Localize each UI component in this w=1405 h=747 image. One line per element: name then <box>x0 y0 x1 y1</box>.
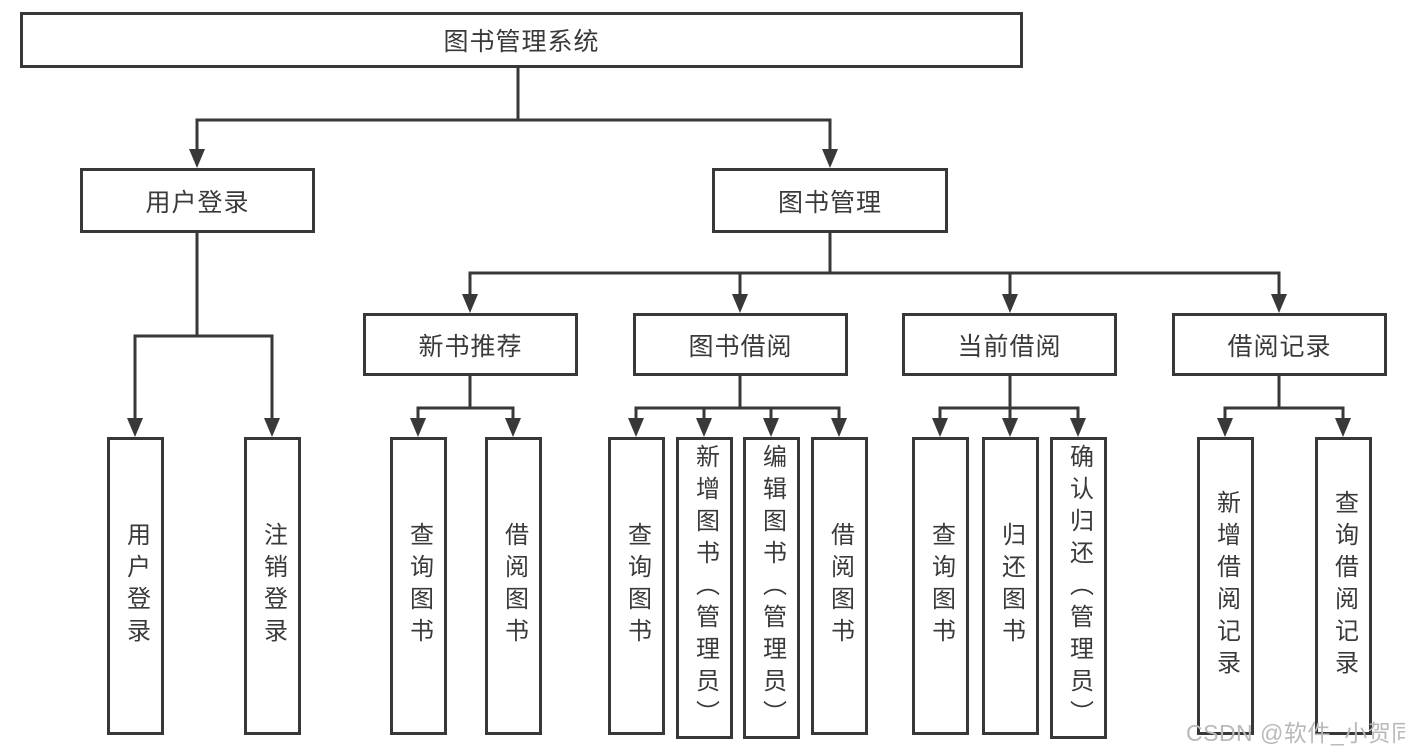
leaf-borrow-query-books-label: 查询图书 <box>623 522 651 650</box>
node-current-borrowing-label: 当前借阅 <box>957 332 1062 361</box>
leaf-records-query-record: 查询借阅记录 <box>1315 437 1372 735</box>
leaf-records-add-record-label: 新增借阅记录 <box>1212 490 1240 682</box>
leaf-newbook-borrow-books: 借阅图书 <box>485 437 542 735</box>
node-root-label: 图书管理系统 <box>443 28 600 56</box>
leaf-current-return-books-label: 归还图书 <box>997 522 1025 650</box>
leaf-current-confirm-return-admin-label: 确认归还（管理员） <box>1065 444 1093 732</box>
node-new-book-recommendation-label: 新书推荐 <box>418 332 523 361</box>
node-book-borrowing-label: 图书借阅 <box>688 332 793 361</box>
leaf-current-query-books-label: 查询图书 <box>927 522 955 650</box>
node-book-management-label: 图书管理 <box>777 188 882 217</box>
watermark: CSDN @软件_小贺同学 <box>1186 720 1405 746</box>
leaf-newbook-query-books-label: 查询图书 <box>405 522 433 650</box>
node-new-book-recommendation: 新书推荐 <box>363 313 578 376</box>
leaf-logout: 注销登录 <box>244 437 301 735</box>
node-book-borrowing: 图书借阅 <box>633 313 848 376</box>
node-user-login: 用户登录 <box>80 168 315 233</box>
leaf-borrow-query-books: 查询图书 <box>608 437 665 735</box>
leaf-borrow-add-books-admin: 新增图书（管理员） <box>676 437 733 739</box>
leaf-borrow-borrow-books: 借阅图书 <box>811 437 868 735</box>
leaf-current-return-books: 归还图书 <box>982 437 1039 735</box>
leaf-borrow-borrow-books-label: 借阅图书 <box>826 522 854 650</box>
leaf-newbook-borrow-books-label: 借阅图书 <box>500 522 528 650</box>
leaf-user-login: 用户登录 <box>107 437 164 735</box>
leaf-current-query-books: 查询图书 <box>912 437 969 735</box>
leaf-current-confirm-return-admin: 确认归还（管理员） <box>1050 437 1107 739</box>
leaf-records-query-record-label: 查询借阅记录 <box>1330 490 1358 682</box>
leaf-borrow-edit-books-admin: 编辑图书（管理员） <box>743 437 800 739</box>
leaf-logout-label: 注销登录 <box>259 522 287 650</box>
leaf-borrow-edit-books-admin-label: 编辑图书（管理员） <box>758 444 786 732</box>
leaf-user-login-label: 用户登录 <box>122 522 150 650</box>
node-borrowing-records: 借阅记录 <box>1172 313 1387 376</box>
node-book-management: 图书管理 <box>712 168 948 233</box>
node-root: 图书管理系统 <box>20 12 1023 68</box>
leaf-borrow-add-books-admin-label: 新增图书（管理员） <box>691 444 719 732</box>
node-borrowing-records-label: 借阅记录 <box>1227 332 1332 361</box>
node-current-borrowing: 当前借阅 <box>902 313 1117 376</box>
connector-segments <box>133 66 1345 422</box>
leaf-records-add-record: 新增借阅记录 <box>1197 437 1254 735</box>
node-user-login-label: 用户登录 <box>145 188 250 217</box>
leaf-newbook-query-books: 查询图书 <box>390 437 447 735</box>
